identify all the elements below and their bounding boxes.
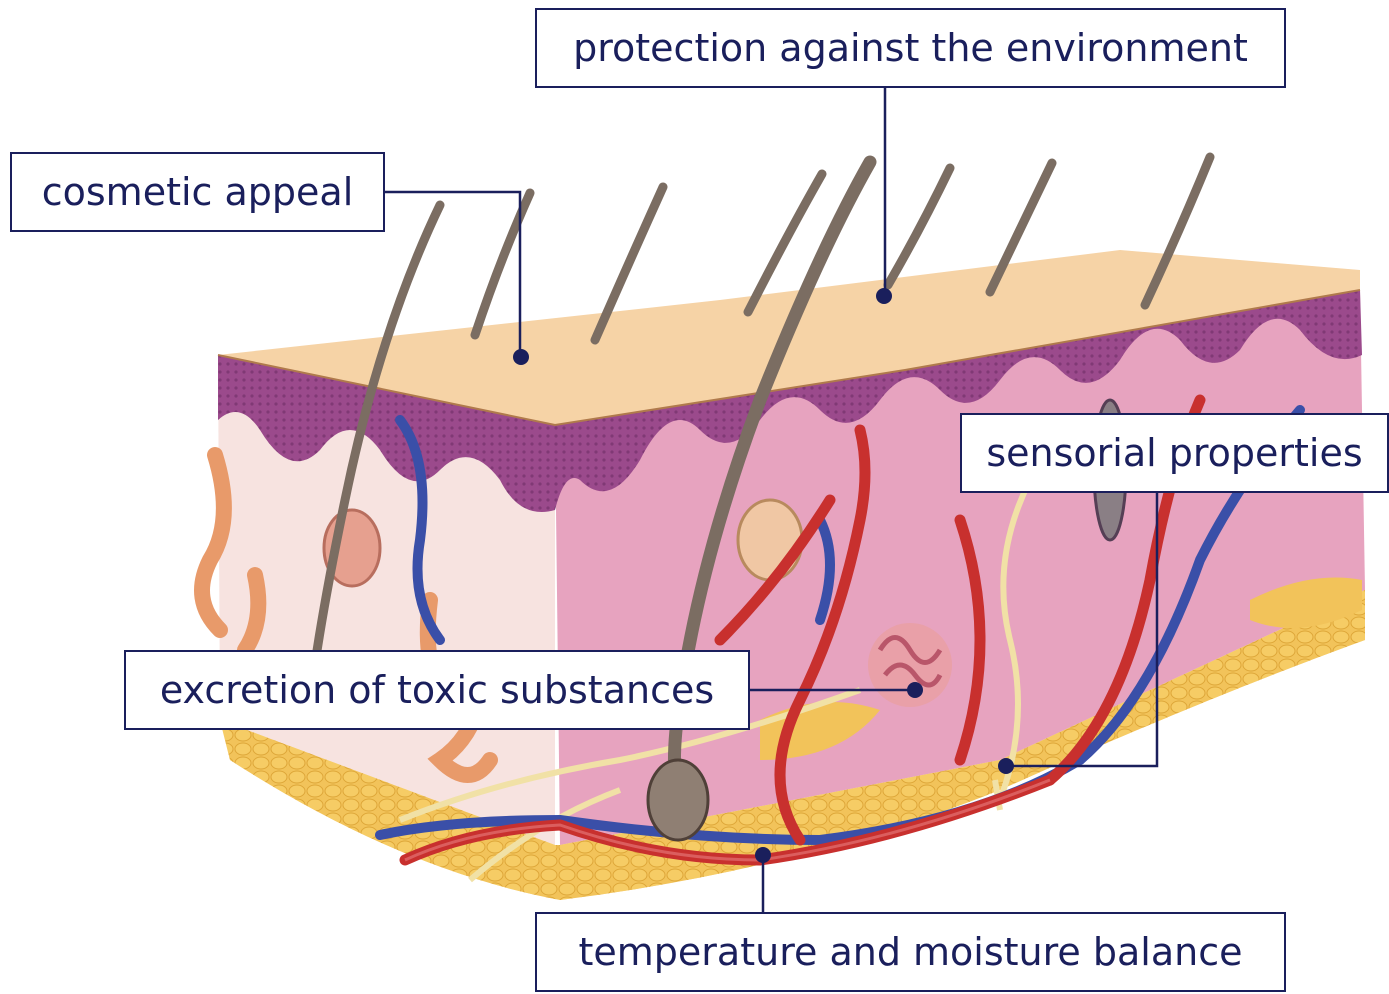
label-excretion-text: excretion of toxic substances: [160, 671, 714, 709]
label-cosmetic: cosmetic appeal: [10, 152, 385, 232]
pointer-dot-temperature: [755, 847, 771, 863]
label-temperature: temperature and moisture balance: [535, 912, 1286, 992]
label-sensorial: sensorial properties: [960, 413, 1389, 493]
label-excretion: excretion of toxic substances: [124, 650, 750, 730]
label-cosmetic-text: cosmetic appeal: [42, 173, 354, 211]
label-protection: protection against the environment: [535, 8, 1286, 88]
label-temperature-text: temperature and moisture balance: [579, 933, 1243, 971]
pointer-dot-protection: [876, 288, 892, 304]
pointer-dot-sensorial: [998, 758, 1014, 774]
pointer-dot-cosmetic: [513, 349, 529, 365]
label-sensorial-text: sensorial properties: [986, 434, 1362, 472]
label-protection-text: protection against the environment: [573, 29, 1248, 67]
pointer-dot-excretion: [907, 682, 923, 698]
